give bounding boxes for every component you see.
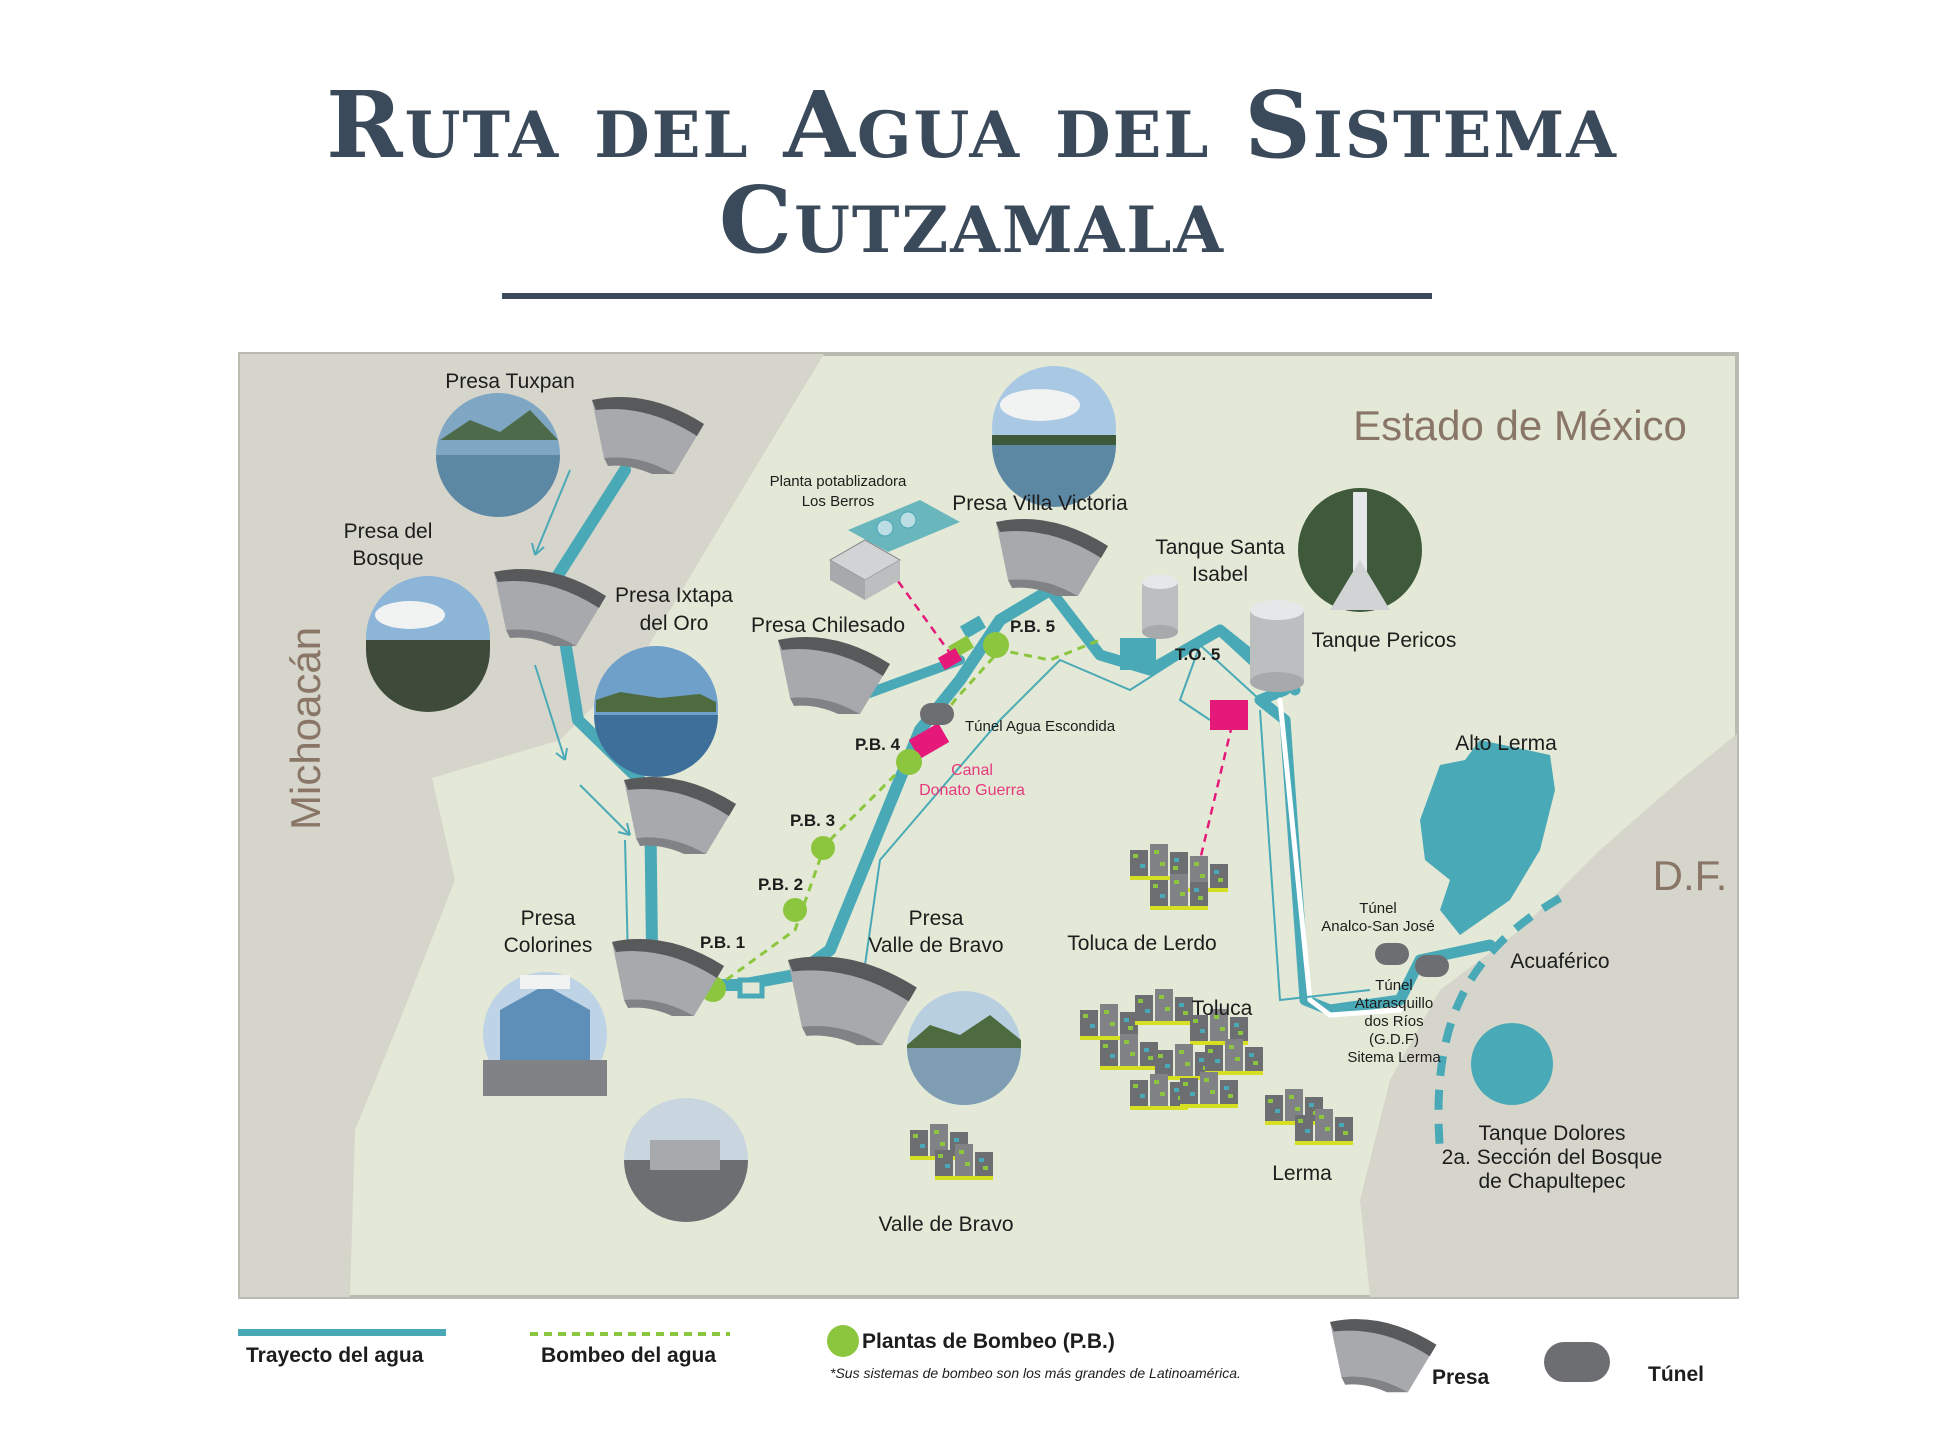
label-presa-valle-bravo-1: Presa xyxy=(909,907,964,930)
label-tunel-atarasquillo-5: Sitema Lerma xyxy=(1347,1049,1441,1066)
alto-lerma-shape xyxy=(1420,740,1555,935)
pb2-icon xyxy=(783,898,807,922)
legend-tunel-label: Túnel xyxy=(1648,1363,1704,1386)
label-tanque-santa-isabel-2: Isabel xyxy=(1192,563,1248,586)
label-toluca-de-lerdo: Toluca de Lerdo xyxy=(1067,932,1216,955)
legend-plantas-icon xyxy=(827,1325,859,1357)
label-presa-valle-bravo-2: Valle de Bravo xyxy=(868,934,1003,957)
label-toluca: Toluca xyxy=(1192,997,1253,1020)
region-estado-de-mexico: Estado de México xyxy=(1353,402,1687,449)
label-planta-1: Planta potablizadora xyxy=(770,473,907,490)
legend-trayecto-swatch xyxy=(238,1329,446,1336)
label-valle-de-bravo: Valle de Bravo xyxy=(878,1213,1013,1236)
label-presa-ixtapa-2: del Oro xyxy=(640,612,709,635)
label-tanque-dolores-3: de Chapultepec xyxy=(1478,1170,1625,1193)
title-divider xyxy=(502,293,1432,299)
michoacan-region xyxy=(240,354,824,1297)
legend-trayecto-label: Trayecto del agua xyxy=(246,1344,424,1367)
pb5-icon xyxy=(983,632,1009,658)
label-tunel-atarasquillo-1: Túnel xyxy=(1375,977,1413,994)
acuaferico-line xyxy=(1434,894,1563,1151)
label-presa-villa-victoria: Presa Villa Victoria xyxy=(952,492,1128,515)
label-presa-del-bosque-2: Bosque xyxy=(352,547,423,570)
photo-presa-colorines xyxy=(483,972,607,1096)
page-title-line1: Ruta del Agua del Sistema xyxy=(326,71,1618,179)
legend-presa-label: Presa xyxy=(1432,1366,1490,1389)
tanque-pink-marker xyxy=(1210,700,1248,730)
label-acuaferico: Acuaférico xyxy=(1510,950,1609,973)
label-tunel-atarasquillo-4: (G.D.F) xyxy=(1369,1031,1419,1048)
tunel-analco-icon xyxy=(1375,943,1409,965)
label-tanque-santa-isabel-1: Tanque Santa xyxy=(1155,536,1285,559)
flow-arrows xyxy=(531,469,1371,1002)
label-lerma: Lerma xyxy=(1272,1162,1332,1185)
label-presa-tuxpan: Presa Tuxpan xyxy=(445,370,575,393)
label-tunel-analco-2: Analco-San José xyxy=(1321,918,1434,935)
legend-bombeo-label: Bombeo del agua xyxy=(541,1344,716,1367)
label-presa-chilesado: Presa Chilesado xyxy=(751,614,905,637)
pb3-icon xyxy=(811,836,835,860)
photo-presa-del-bosque xyxy=(366,576,490,712)
label-presa-colorines-1: Presa xyxy=(521,907,576,930)
photo-presa-ixtapa xyxy=(594,646,718,777)
tunel-atarasquillo-icon xyxy=(1415,955,1449,977)
label-tunel-atarasquillo-3: dos Ríos xyxy=(1364,1013,1423,1030)
legend-plantas-note: *Sus sistemas de bombeo son los más gran… xyxy=(830,1365,1241,1381)
photo-tanque-pericos xyxy=(1298,488,1422,612)
photo-hydro-station xyxy=(624,1098,748,1222)
pink-link-toluca xyxy=(1198,724,1234,861)
pb4-icon xyxy=(896,749,922,775)
df-region xyxy=(1360,734,1737,1297)
label-pb1: P.B. 1 xyxy=(700,933,745,952)
photo-presa-valle-bravo xyxy=(907,991,1021,1105)
label-planta-2: Los Berros xyxy=(802,493,875,510)
region-michoacan: Michoacán xyxy=(282,627,329,830)
page-title-line2: Cutzamala xyxy=(718,166,1226,274)
photo-presa-tuxpan xyxy=(436,393,560,517)
label-tanque-pericos: Tanque Pericos xyxy=(1312,629,1457,652)
photo-presa-villa-victoria xyxy=(992,366,1116,507)
label-pb3: P.B. 3 xyxy=(790,811,835,830)
to5-marker xyxy=(1120,638,1156,670)
label-presa-colorines-2: Colorines xyxy=(504,934,593,957)
tunel-agua-escondida-icon xyxy=(920,703,954,725)
label-presa-ixtapa-1: Presa Ixtapa xyxy=(615,584,733,607)
pb1-box xyxy=(737,977,765,999)
label-presa-del-bosque-1: Presa del xyxy=(344,520,433,543)
legend-presa-icon xyxy=(1330,1319,1437,1393)
tanque-dolores-icon xyxy=(1471,1023,1553,1105)
label-alto-lerma: Alto Lerma xyxy=(1455,732,1557,755)
pink-link-planta xyxy=(888,569,957,661)
canal-marker-pink xyxy=(937,647,963,671)
region-df: D.F. xyxy=(1653,852,1728,899)
label-pb4: P.B. 4 xyxy=(855,735,901,754)
tanque-pericos-icon xyxy=(1250,600,1304,692)
label-canal-2: Donato Guerra xyxy=(919,782,1025,799)
legend-plantas-label: Plantas de Bombeo (P.B.) xyxy=(862,1330,1115,1353)
legend-tunel-icon xyxy=(1544,1342,1610,1382)
label-pb5: P.B. 5 xyxy=(1010,617,1055,636)
canal-marker-blue xyxy=(959,615,987,639)
canal-donato-guerra-marker xyxy=(908,722,950,760)
label-tunel-agua-escondida: Túnel Agua Escondida xyxy=(965,718,1116,735)
label-to5: T.O. 5 xyxy=(1175,645,1220,664)
planta-potabilizadora-icon xyxy=(828,500,960,600)
label-canal-1: Canal xyxy=(951,762,993,779)
label-tanque-dolores-2: 2a. Sección del Bosque xyxy=(1442,1146,1663,1169)
label-pb2: P.B. 2 xyxy=(758,875,803,894)
label-tunel-analco-1: Túnel xyxy=(1359,900,1397,917)
tanque-santa-isabel-icon xyxy=(1142,575,1178,639)
label-tunel-atarasquillo-2: Atarasquillo xyxy=(1355,995,1433,1012)
label-tanque-dolores-1: Tanque Dolores xyxy=(1478,1122,1625,1145)
